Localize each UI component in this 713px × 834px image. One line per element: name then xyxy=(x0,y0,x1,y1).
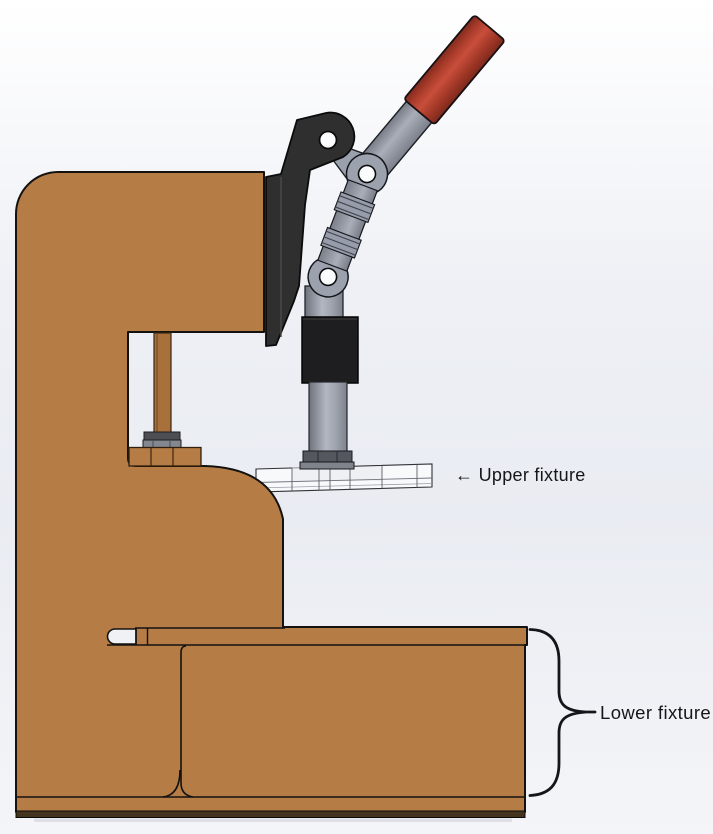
base-shadow xyxy=(34,818,512,822)
lower-fixture-label: Lower fixture xyxy=(600,702,711,723)
clamp-bracket xyxy=(265,111,356,347)
clamp-link xyxy=(307,152,389,298)
fixture-block-edge xyxy=(180,645,194,798)
link-band-line xyxy=(323,236,358,251)
press-frame xyxy=(15,171,528,822)
upper-fixture-label: ← Upper fixture xyxy=(455,465,586,485)
toggle-clamp xyxy=(265,15,505,470)
frame-slot xyxy=(106,628,149,645)
handle-grip xyxy=(404,15,505,125)
bracket-hole xyxy=(318,130,338,150)
anvil-boss xyxy=(128,446,202,467)
link-band-line xyxy=(335,206,370,221)
link-band-line xyxy=(337,200,372,215)
anvil-rod-nut-top xyxy=(143,431,181,441)
plate-inner-edge-line xyxy=(255,477,433,483)
lower-fixture-brace xyxy=(528,628,597,797)
plate-lower-edge-line xyxy=(255,483,433,489)
clamp-plunger-rod xyxy=(308,381,348,456)
link-band-line xyxy=(325,230,360,245)
link-band-line xyxy=(321,241,356,256)
base-plate-edge xyxy=(15,810,526,818)
clamp-collar xyxy=(301,316,359,384)
link-band-line xyxy=(339,195,374,209)
link-lower-pin-hole xyxy=(318,267,338,287)
link-upper-pin-hole xyxy=(357,164,377,184)
plunger-washer xyxy=(299,461,355,470)
slot-opening xyxy=(106,628,137,645)
plate-center-shade xyxy=(292,467,382,481)
